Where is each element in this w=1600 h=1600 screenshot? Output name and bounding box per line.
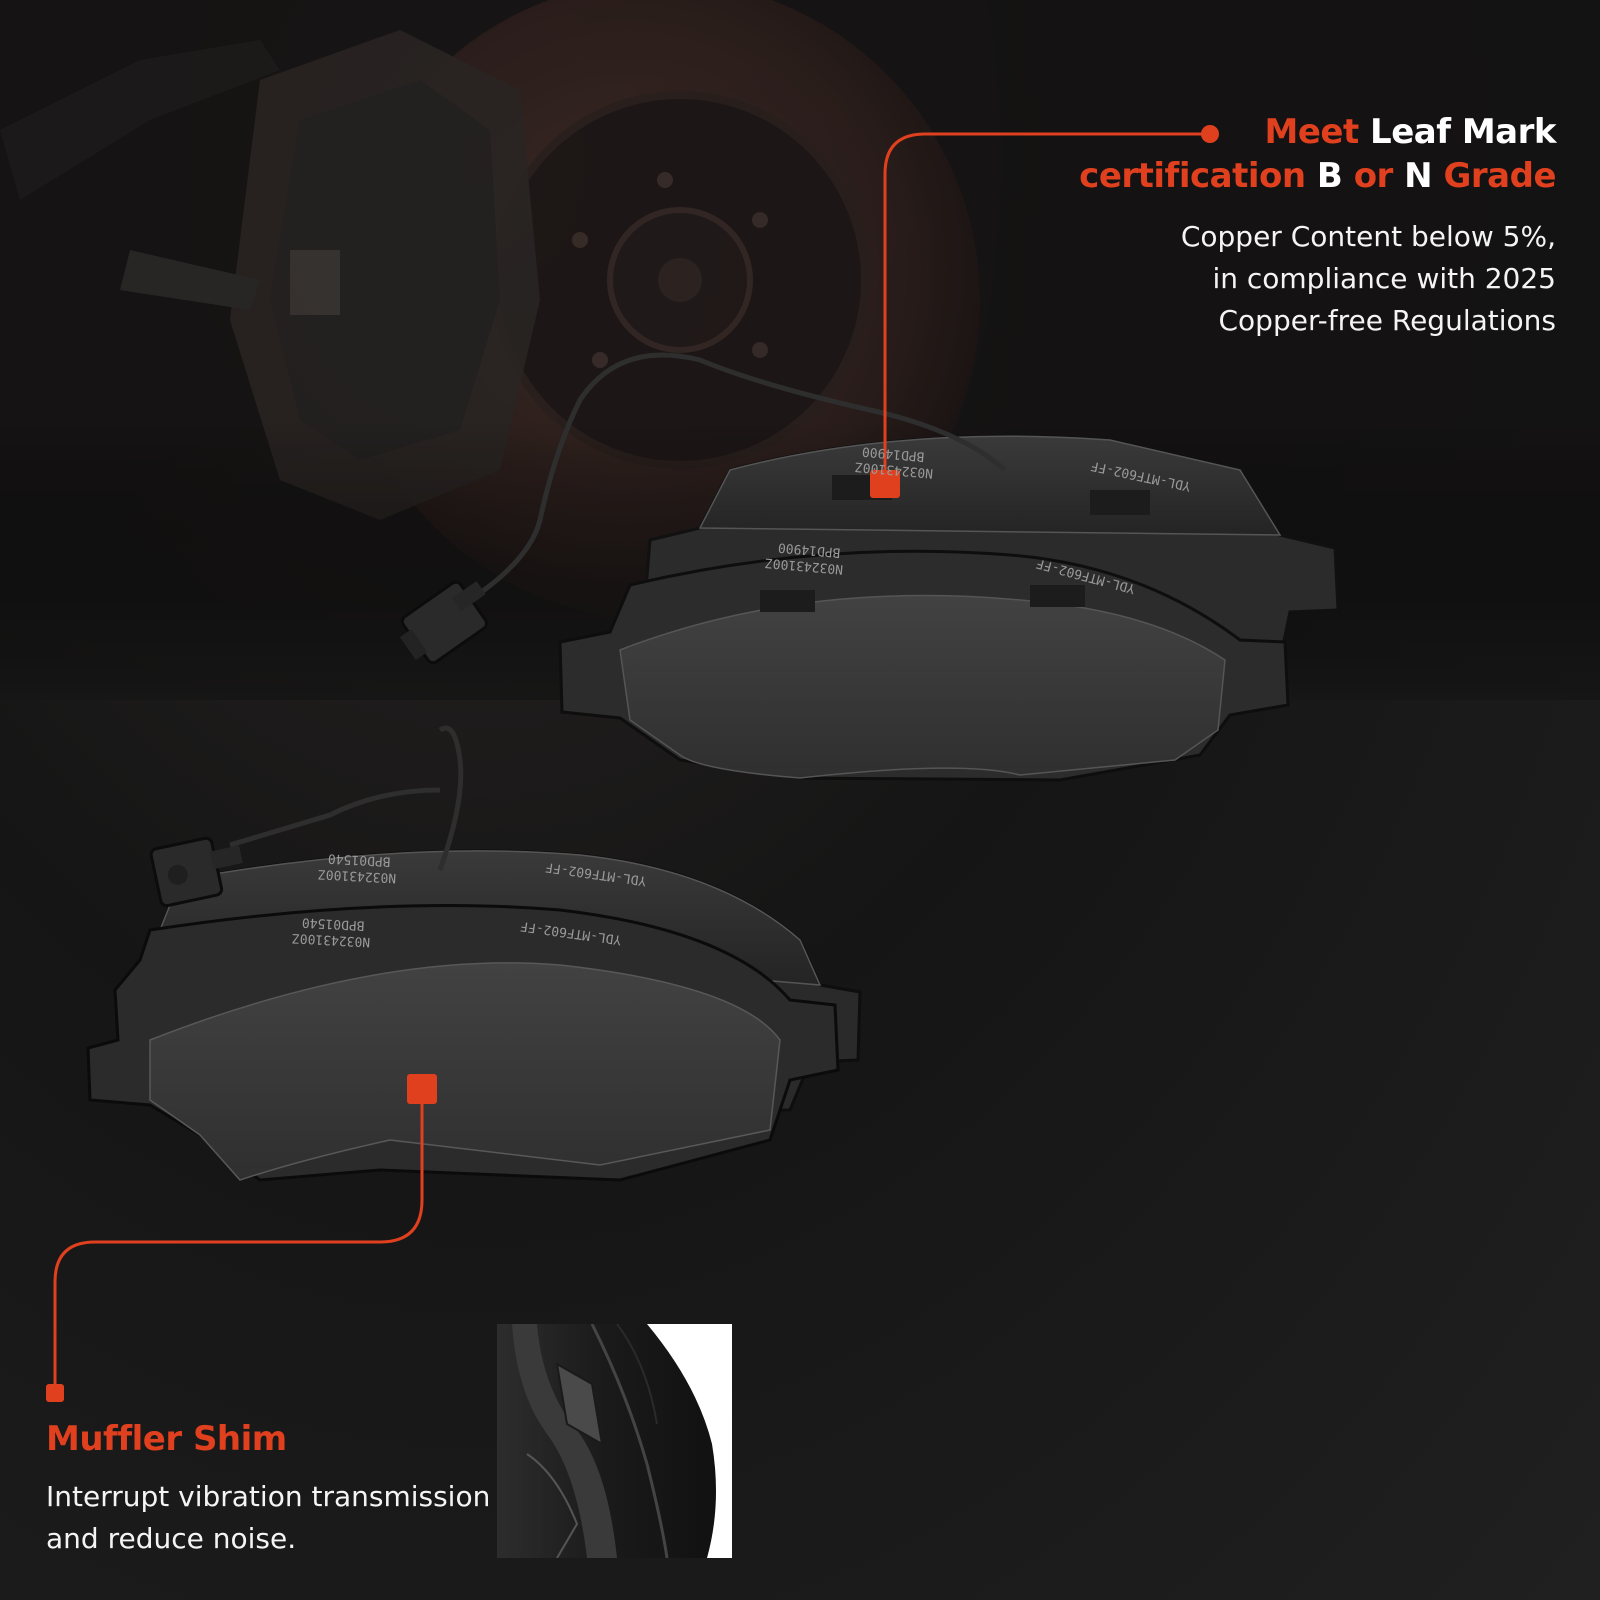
callout-leaders <box>46 125 1219 1402</box>
muffler-shim-title: Muffler Shim <box>46 1419 287 1459</box>
upper-brake-pad-pair <box>399 352 1340 782</box>
top-callout-dot <box>1201 125 1219 143</box>
bottom-callout-dot <box>46 1384 64 1402</box>
muffler-shim-callout: Muffler Shim Interrupt vibration transmi… <box>46 1418 506 1560</box>
shim-closeup-image <box>497 1324 732 1558</box>
copper-desc-line-2: in compliance with 2025 <box>1212 262 1556 295</box>
headline-leaf-mark: Leaf Mark <box>1370 112 1556 152</box>
copper-desc-line-1: Copper Content below 5%, <box>1180 220 1556 253</box>
headline-grade: Grade <box>1443 156 1556 196</box>
headline-grade-b: B <box>1316 156 1343 196</box>
headline-line-2: certification B or N Grade <box>1036 154 1556 198</box>
muffler-shim-description: Interrupt vibration transmission and red… <box>46 1476 506 1560</box>
lower-brake-pad-pair <box>86 725 862 1182</box>
muffler-desc-line-2: and reduce noise. <box>46 1522 297 1555</box>
headline-line-1: Meet Leaf Mark <box>1036 110 1556 154</box>
upper-sensor-connector <box>399 580 489 665</box>
upper-front-pad <box>558 549 1290 782</box>
headline-grade-n: N <box>1404 156 1433 196</box>
muffler-desc-line-1: Interrupt vibration transmission <box>46 1480 491 1513</box>
bottom-callout-marker <box>407 1074 437 1104</box>
shim-closeup-inset <box>497 1324 732 1558</box>
headline-certification: certification <box>1079 156 1306 196</box>
headline-or: or <box>1353 156 1394 196</box>
top-callout-marker <box>870 470 900 498</box>
certification-callout: Meet Leaf Mark certification B or N Grad… <box>1036 110 1556 342</box>
lower-front-pad <box>86 904 840 1182</box>
lower-sensor-connector <box>149 836 243 908</box>
certification-headline: Meet Leaf Mark certification B or N Grad… <box>1036 110 1556 198</box>
headline-meet: Meet <box>1264 112 1359 152</box>
copper-desc-line-3: Copper-free Regulations <box>1218 304 1557 337</box>
copper-description: Copper Content below 5%, in compliance w… <box>1036 216 1556 342</box>
